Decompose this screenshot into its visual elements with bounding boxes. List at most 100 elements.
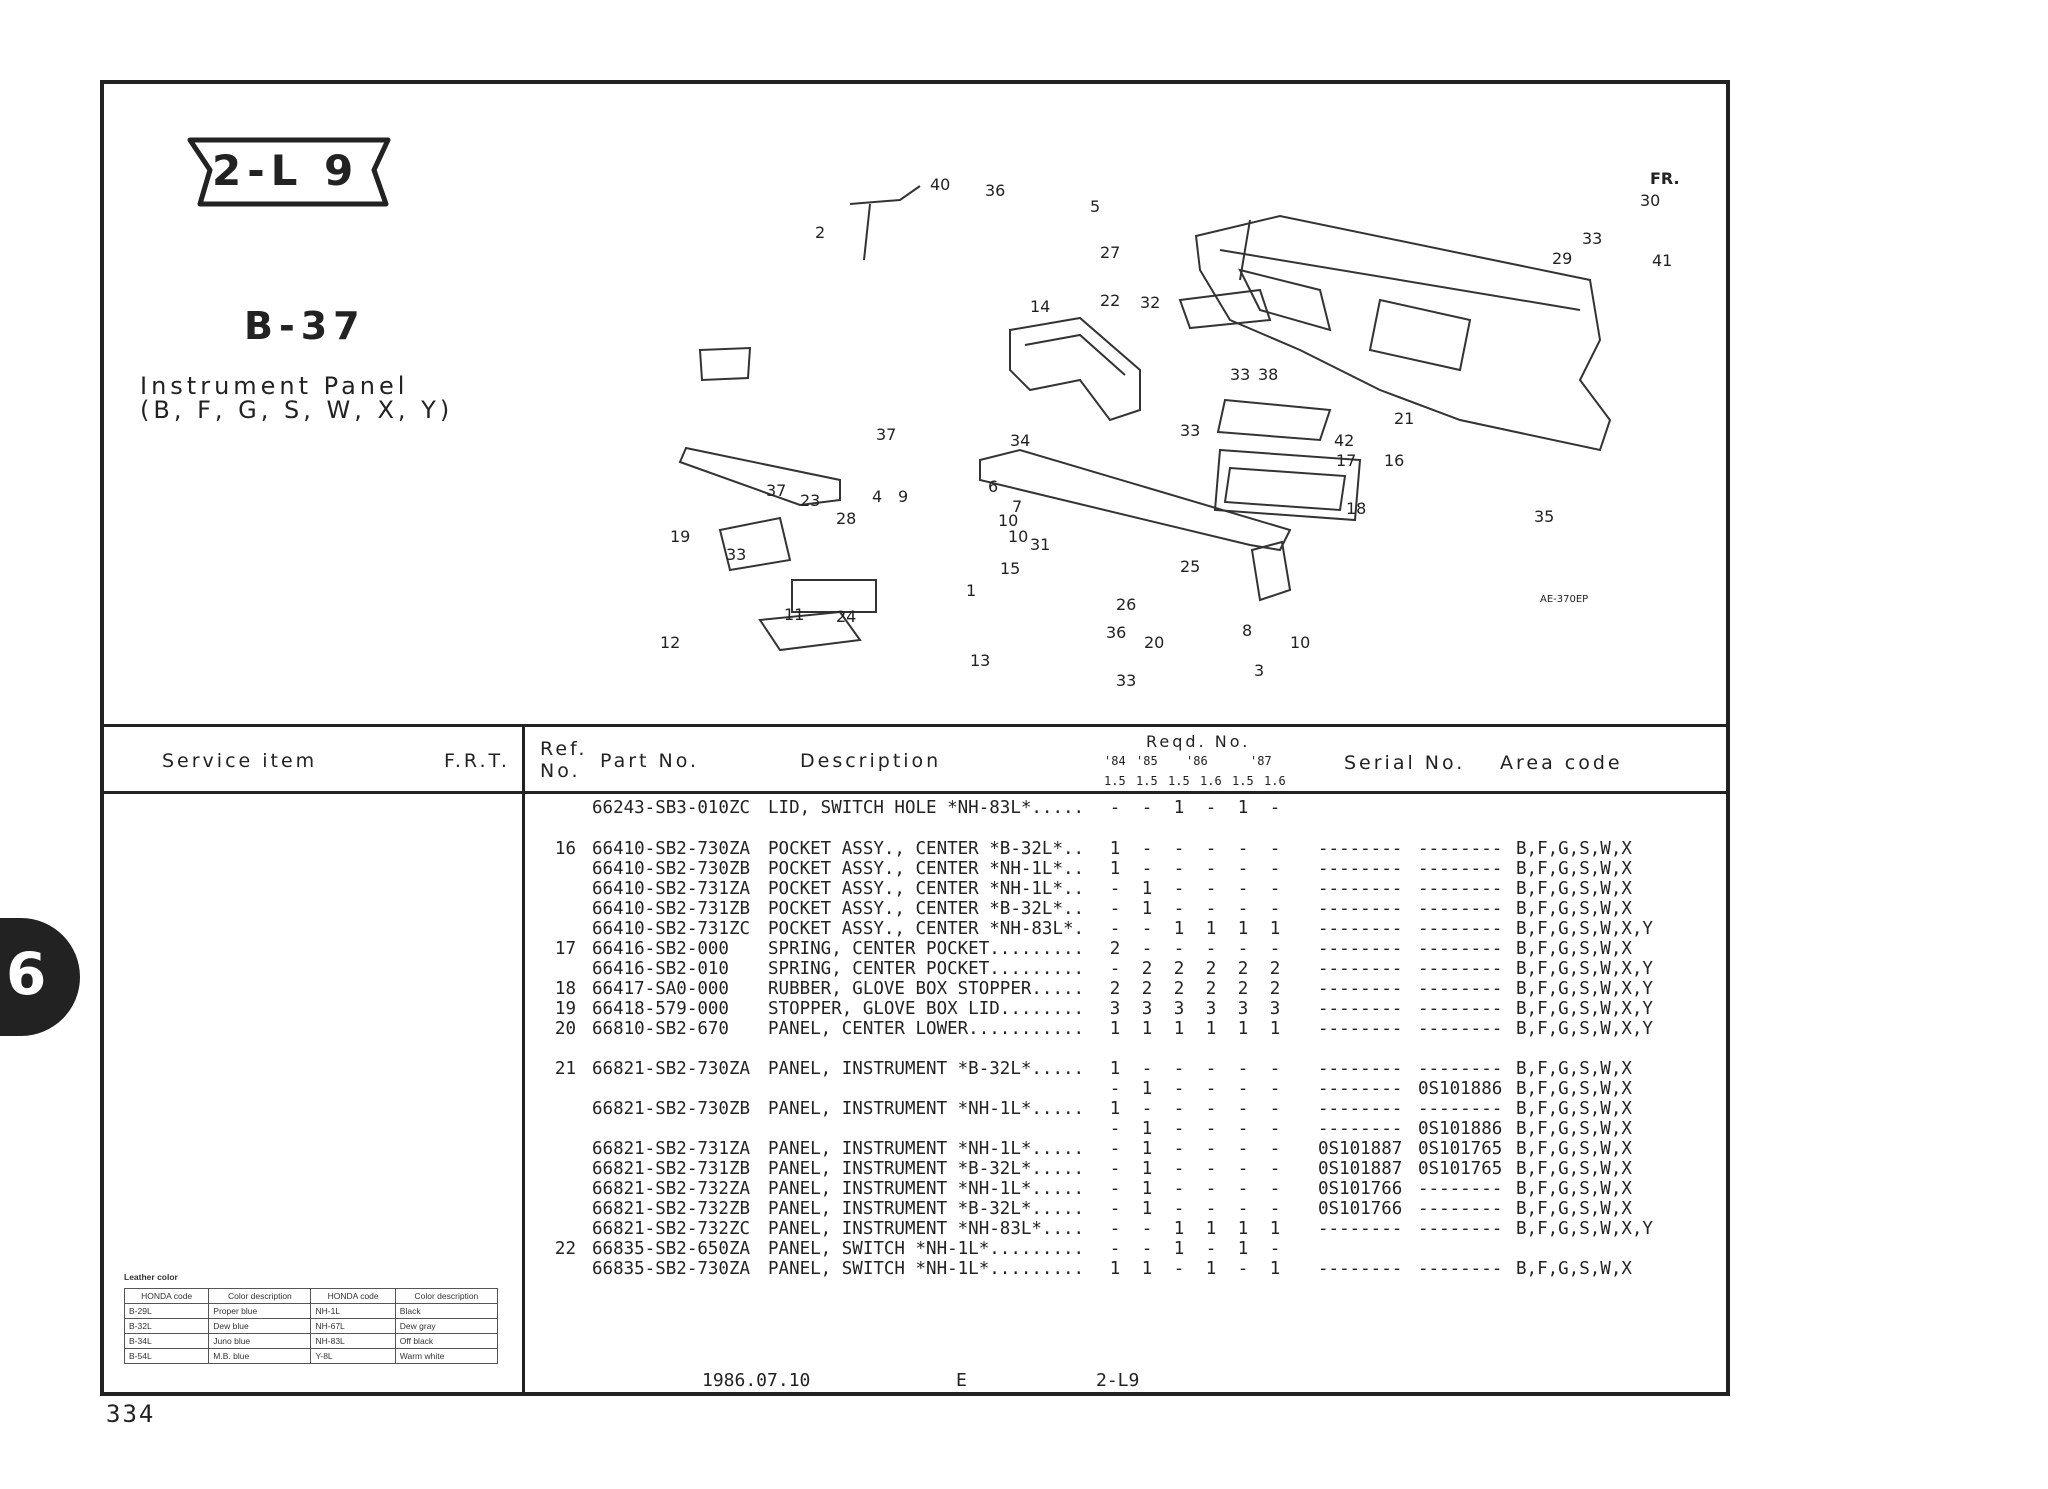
reqd-qty: 1: [1141, 1079, 1153, 1099]
reqd-qty: -: [1205, 1159, 1217, 1179]
reqd-qty: 3: [1109, 999, 1121, 1019]
reqd-qty: 1: [1173, 919, 1185, 939]
serial-from: --------: [1318, 919, 1403, 939]
part-description: PANEL, INSTRUMENT *NH-1L*.....: [768, 1139, 1085, 1159]
engine-label: 1.6: [1264, 774, 1286, 788]
reqd-qty: -: [1141, 859, 1153, 879]
reqd-qty: -: [1237, 1059, 1249, 1079]
part-number: 66417-SA0-000: [592, 979, 729, 999]
reqd-qty: -: [1269, 899, 1281, 919]
part-no-header: Part No.: [600, 750, 700, 772]
page-subtitle: Instrument Panel (B, F, G, S, W, X, Y): [140, 374, 453, 422]
legend-table: HONDA code Color description HONDA code …: [123, 1288, 499, 1364]
serial-from: --------: [1318, 1119, 1403, 1139]
reqd-qty: -: [1173, 1119, 1185, 1139]
area-code: B,F,G,S,W,X,Y: [1516, 999, 1653, 1019]
reqd-qty: -: [1109, 1079, 1121, 1099]
callout: 40: [930, 175, 950, 194]
reqd-qty: 1: [1109, 839, 1121, 859]
serial-from: --------: [1318, 1259, 1403, 1279]
reqd-qty: 1: [1109, 1099, 1121, 1119]
reqd-qty: -: [1173, 839, 1185, 859]
front-direction-label: FR.: [1650, 169, 1680, 188]
reqd-qty: 3: [1269, 999, 1281, 1019]
reqd-qty: -: [1173, 1079, 1185, 1099]
footer-code: 2-L9: [1096, 1370, 1140, 1391]
reqd-qty: -: [1269, 859, 1281, 879]
reqd-qty: 1: [1173, 1019, 1185, 1039]
reqd-qty: -: [1205, 1079, 1217, 1099]
frt-header: F.R.T.: [444, 750, 510, 772]
part-description: PANEL, SWITCH *NH-1L*.........: [768, 1239, 1085, 1259]
reqd-qty: -: [1109, 1159, 1121, 1179]
engine-label: 1.6: [1200, 774, 1222, 788]
reqd-qty: -: [1109, 1219, 1121, 1239]
section-code-badge: [187, 137, 391, 207]
area-code: B,F,G,S,W,X: [1516, 839, 1632, 859]
reqd-qty: -: [1269, 1179, 1281, 1199]
reqd-no-header: Reqd. No.: [1146, 732, 1251, 751]
reqd-qty: 1: [1141, 1139, 1153, 1159]
reqd-qty: -: [1205, 1179, 1217, 1199]
reqd-qty: 1: [1269, 1019, 1281, 1039]
callout: 37: [766, 481, 786, 500]
year-label: '84: [1104, 754, 1126, 768]
part-number: 66810-SB2-670: [592, 1019, 729, 1039]
legend-cell: Y-8L: [310, 1348, 396, 1364]
serial-to: --------: [1418, 839, 1503, 859]
engine-label: 1.5: [1136, 774, 1158, 788]
callout: 10: [998, 511, 1018, 530]
legend-cell: Dew gray: [394, 1318, 499, 1334]
callout: 16: [1384, 451, 1404, 470]
reqd-qty: 2: [1269, 959, 1281, 979]
reqd-qty: 2: [1205, 959, 1217, 979]
part-number: 66410-SB2-731ZC: [592, 919, 751, 939]
callout: 8: [1242, 621, 1252, 640]
footer-date: 1986.07.10: [702, 1370, 811, 1391]
subtitle-line-2: (B, F, G, S, W, X, Y): [140, 396, 454, 424]
reqd-qty: 1: [1141, 1199, 1153, 1219]
leather-color-legend: Leather color HONDA code Color descripti…: [123, 1272, 499, 1364]
serial-to: 0S101765: [1418, 1139, 1503, 1159]
reqd-qty: 1: [1109, 1019, 1121, 1039]
serial-from: 0S101766: [1318, 1199, 1403, 1219]
serial-from: 0S101766: [1318, 1179, 1403, 1199]
reqd-qty: -: [1173, 1059, 1185, 1079]
serial-from: 0S101887: [1318, 1159, 1403, 1179]
part-number: 66410-SB2-731ZA: [592, 879, 751, 899]
reqd-qty: -: [1109, 1199, 1121, 1219]
callout: 10: [1290, 633, 1310, 652]
reqd-qty: 2: [1141, 979, 1153, 999]
subtitle-line-1: Instrument Panel: [140, 372, 409, 400]
callout: 12: [660, 633, 680, 652]
part-description: SPRING, CENTER POCKET.........: [768, 959, 1085, 979]
serial-to: --------: [1418, 999, 1503, 1019]
part-number: 66410-SB2-731ZB: [592, 899, 751, 919]
reqd-qty: 1: [1269, 1259, 1281, 1279]
callout: 33: [1230, 365, 1250, 384]
part-description: PANEL, INSTRUMENT *B-32L*.....: [768, 1159, 1085, 1179]
reqd-qty: -: [1237, 1119, 1249, 1139]
reqd-qty: -: [1141, 1099, 1153, 1119]
serial-to: --------: [1418, 1259, 1503, 1279]
reqd-qty: 1: [1237, 1019, 1249, 1039]
reqd-qty: -: [1237, 1139, 1249, 1159]
reqd-qty: 3: [1205, 999, 1217, 1019]
part-description: RUBBER, GLOVE BOX STOPPER.....: [768, 979, 1085, 999]
reqd-qty: 1: [1109, 859, 1121, 879]
callout: 35: [1534, 507, 1554, 526]
reqd-qty: -: [1109, 879, 1121, 899]
part-description: SPRING, CENTER POCKET.........: [768, 939, 1085, 959]
reqd-qty: 2: [1237, 979, 1249, 999]
reqd-qty: 2: [1109, 939, 1121, 959]
section-code: 2-L 9: [212, 146, 360, 195]
area-code: B,F,G,S,W,X,Y: [1516, 1019, 1653, 1039]
callout: 34: [1010, 431, 1030, 450]
reqd-qty: -: [1237, 1199, 1249, 1219]
callout: 2: [815, 223, 825, 242]
callout: 31: [1030, 535, 1050, 554]
area-code: B,F,G,S,W,X,Y: [1516, 959, 1653, 979]
callout: 24: [836, 607, 856, 626]
callout: 11: [784, 605, 804, 624]
